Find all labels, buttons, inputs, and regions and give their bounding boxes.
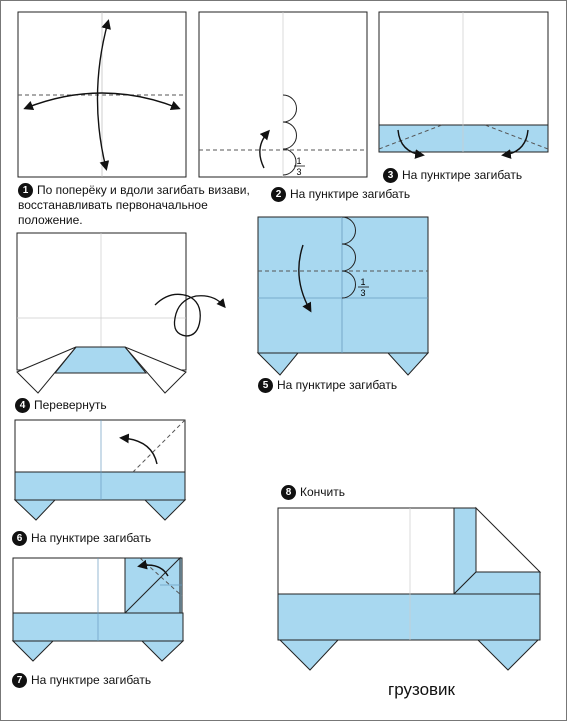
step-5-number: 5 — [258, 378, 273, 393]
step-5-caption: 5 На пунктире загибать — [258, 378, 397, 393]
step-4-number: 4 — [15, 398, 30, 413]
step-1-text: По поперёку и вдоли загибать визави, вос… — [18, 183, 250, 227]
step-6-figure — [13, 419, 187, 521]
step-5-text: На пунктире загибать — [277, 378, 398, 392]
step-7-caption: 7 На пунктире загибать — [12, 673, 151, 688]
step-2-number: 2 — [271, 187, 286, 202]
step-8-text: Кончить — [300, 485, 345, 499]
step-8-caption: 8 Кончить — [281, 485, 345, 500]
fraction-denominator-step2: 3 — [296, 167, 301, 177]
step-4-text: Перевернуть — [34, 398, 107, 412]
step-6-number: 6 — [12, 531, 27, 546]
diagram-title: грузовик — [388, 680, 455, 699]
step-6-text: На пунктире загибать — [31, 531, 152, 545]
step-2-caption: 2 На пунктире загибать — [271, 187, 410, 202]
step-2-figure: 1 3 — [198, 11, 368, 178]
step-7-number: 7 — [12, 673, 27, 688]
step-8-figure — [277, 506, 542, 671]
step-4-figure — [16, 232, 226, 394]
fraction-numerator-step5: 1 — [360, 277, 365, 287]
step-7-figure — [11, 556, 185, 662]
fraction-denominator-step5: 3 — [360, 288, 365, 298]
step-1-number: 1 — [18, 183, 33, 198]
step-3-number: 3 — [383, 168, 398, 183]
step-3-figure — [378, 11, 549, 159]
step-1-figure — [17, 11, 187, 178]
step-3-caption: 3 На пунктире загибать — [383, 168, 522, 183]
step-5-figure: 1 3 — [256, 216, 430, 376]
step-6-caption: 6 На пунктире загибать — [12, 531, 151, 546]
step-3-text: На пунктире загибать — [402, 168, 523, 182]
step-2-text: На пунктире загибать — [290, 187, 411, 201]
step-4-caption: 4 Перевернуть — [15, 398, 107, 413]
step-7-text: На пунктире загибать — [31, 673, 152, 687]
fraction-numerator-step2: 1 — [296, 156, 301, 166]
step-8-number: 8 — [281, 485, 296, 500]
